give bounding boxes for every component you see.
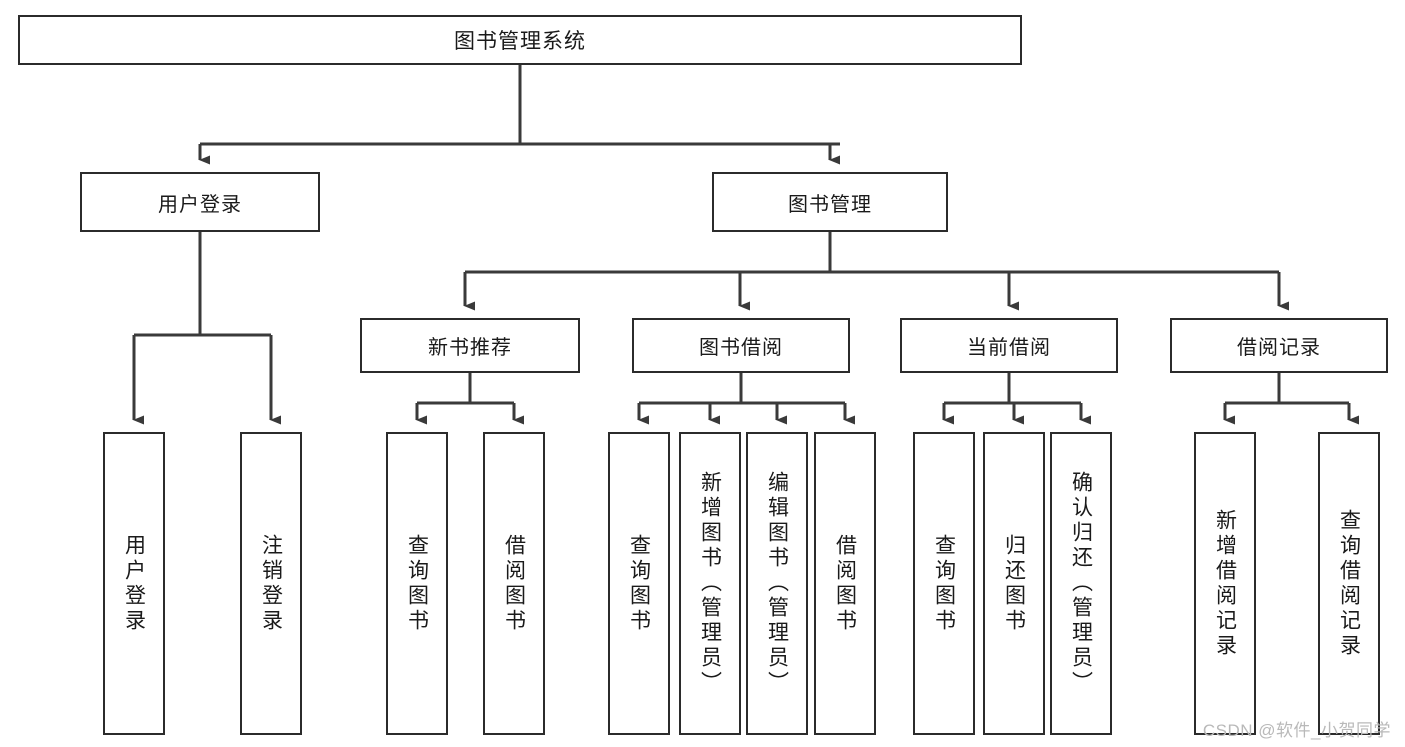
node-current-borrow[interactable]: 当前借阅 — [900, 318, 1118, 373]
node-user-login[interactable]: 用户登录 — [80, 172, 320, 232]
node-book-borrow[interactable]: 图书借阅 — [632, 318, 850, 373]
node-leaf-add-book[interactable]: 新增图书（管理员） — [679, 432, 741, 735]
node-label: 借阅图书 — [833, 533, 857, 634]
node-root-system[interactable]: 图书管理系统 — [18, 15, 1022, 65]
node-label: 新增借阅记录 — [1213, 508, 1237, 659]
node-label: 查询借阅记录 — [1337, 508, 1361, 659]
node-label: 确认归还（管理员） — [1069, 471, 1093, 696]
node-leaf-edit-book[interactable]: 编辑图书（管理员） — [746, 432, 808, 735]
node-new-book-recommend[interactable]: 新书推荐 — [360, 318, 580, 373]
node-leaf-user-login[interactable]: 用户登录 — [103, 432, 165, 735]
node-label: 查询图书 — [627, 533, 651, 634]
node-borrow-record[interactable]: 借阅记录 — [1170, 318, 1388, 373]
node-leaf-query-book-2[interactable]: 查询图书 — [608, 432, 670, 735]
node-leaf-borrow-book-1[interactable]: 借阅图书 — [483, 432, 545, 735]
node-label: 新增图书（管理员） — [698, 471, 722, 696]
node-leaf-borrow-book-2[interactable]: 借阅图书 — [814, 432, 876, 735]
node-leaf-user-logout[interactable]: 注销登录 — [240, 432, 302, 735]
node-leaf-return-book[interactable]: 归还图书 — [983, 432, 1045, 735]
node-label: 图书管理 — [788, 193, 872, 216]
node-label: 用户登录 — [122, 533, 146, 634]
node-label: 编辑图书（管理员） — [765, 471, 789, 696]
node-label: 查询图书 — [932, 533, 956, 634]
node-label: 注销登录 — [259, 533, 283, 634]
node-leaf-query-book-3[interactable]: 查询图书 — [913, 432, 975, 735]
node-label: 用户登录 — [158, 193, 242, 216]
node-leaf-query-book-1[interactable]: 查询图书 — [386, 432, 448, 735]
watermark: CSDN @软件_小贺同学 — [1202, 721, 1391, 740]
node-label: 当前借阅 — [967, 337, 1051, 359]
node-label: 图书管理系统 — [454, 30, 586, 53]
node-book-manage[interactable]: 图书管理 — [712, 172, 948, 232]
node-leaf-query-record[interactable]: 查询借阅记录 — [1318, 432, 1380, 735]
node-label: 图书借阅 — [699, 337, 783, 359]
node-label: 借阅记录 — [1237, 337, 1321, 359]
node-leaf-confirm-return[interactable]: 确认归还（管理员） — [1050, 432, 1112, 735]
node-leaf-add-record[interactable]: 新增借阅记录 — [1194, 432, 1256, 735]
node-label: 查询图书 — [405, 533, 429, 634]
node-label: 借阅图书 — [502, 533, 526, 634]
node-label: 归还图书 — [1002, 533, 1026, 634]
node-label: 新书推荐 — [428, 337, 512, 359]
